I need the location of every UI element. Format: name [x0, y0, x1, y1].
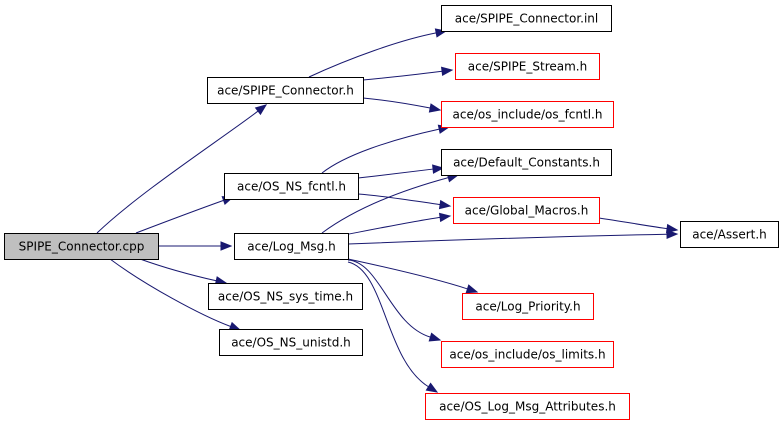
node-label: ace/os_include/os_fcntl.h	[453, 108, 603, 122]
node-box	[4, 233, 159, 260]
edge-line	[357, 168, 434, 179]
node-box	[441, 149, 612, 176]
node-box	[441, 341, 614, 368]
arrowhead	[665, 223, 679, 234]
node-os-limits-h[interactable]: ace/os_include/os_limits.h	[441, 341, 614, 368]
node-box	[207, 77, 364, 104]
edge-log-msg-h-to-os-limits-h	[347, 259, 442, 342]
node-label: ace/Default_Constants.h	[453, 156, 600, 170]
arrowhead	[425, 382, 439, 393]
edge-spipe-connector-h-to-spipe-connector-inl	[308, 28, 448, 78]
edge-spipe-connector-h-to-spipe-stream-h	[362, 66, 454, 81]
edge-line	[362, 70, 443, 81]
edge-log-msg-h-to-assert-h	[347, 229, 679, 245]
node-label: ace/OS_NS_unistd.h	[231, 336, 351, 350]
edge-line	[139, 258, 217, 282]
edges-layer	[96, 28, 679, 393]
node-label: ace/Global_Macros.h	[465, 204, 589, 218]
node-spipe-connector-inl[interactable]: ace/SPIPE_Connector.inl	[441, 5, 612, 32]
edge-spipe-connector-cpp-to-os-ns-fcntl-h	[135, 196, 235, 234]
node-label: ace/OS_NS_sys_time.h	[218, 290, 353, 304]
node-label: ace/OS_NS_fcntl.h	[237, 180, 346, 194]
arrowhead	[428, 103, 442, 113]
edge-line	[598, 217, 668, 230]
node-label: ace/SPIPE_Connector.h	[217, 84, 354, 98]
edge-spipe-connector-cpp-to-spipe-connector-h	[96, 104, 268, 234]
node-box	[219, 329, 363, 356]
arrowhead	[428, 332, 442, 342]
edge-line	[347, 261, 429, 388]
edge-line	[347, 259, 431, 338]
node-log-msg-h[interactable]: ace/Log_Msg.h	[234, 233, 349, 260]
node-box	[462, 293, 594, 320]
node-label: ace/OS_Log_Msg_Attributes.h	[439, 400, 616, 414]
edge-line	[343, 216, 441, 236]
node-os-log-msg-attributes-h[interactable]: ace/OS_Log_Msg_Attributes.h	[425, 393, 630, 420]
edge-line	[362, 97, 431, 109]
edge-log-msg-h-to-log-priority-h	[347, 258, 479, 294]
edge-global-macros-h-to-assert-h	[598, 217, 679, 234]
arrowhead	[432, 164, 445, 174]
node-label: ace/Assert.h	[692, 228, 767, 242]
node-global-macros-h[interactable]: ace/Global_Macros.h	[453, 197, 600, 224]
edge-spipe-connector-cpp-to-log-msg-h	[157, 241, 233, 251]
arrowhead	[438, 199, 452, 210]
edge-line	[109, 258, 231, 327]
node-box	[441, 5, 612, 32]
node-os-ns-sys-time-h[interactable]: ace/OS_NS_sys_time.h	[208, 283, 363, 310]
edge-log-msg-h-to-global-macros-h	[343, 212, 452, 236]
node-os-fcntl-h[interactable]: ace/os_include/os_fcntl.h	[441, 101, 614, 128]
edge-spipe-connector-cpp-to-os-ns-unistd-h	[109, 258, 242, 331]
arrowhead	[438, 212, 452, 223]
node-os-ns-fcntl-h[interactable]: ace/OS_NS_fcntl.h	[224, 173, 359, 200]
edge-os-ns-fcntl-h-to-default-constants-h	[357, 164, 445, 179]
edge-line	[96, 110, 259, 234]
node-box	[425, 393, 630, 420]
arrowhead	[254, 104, 268, 116]
node-os-ns-unistd-h[interactable]: ace/OS_NS_unistd.h	[219, 329, 363, 356]
node-label: SPIPE_Connector.cpp	[19, 240, 145, 254]
node-box	[453, 197, 600, 224]
edge-os-ns-fcntl-h-to-os-fcntl-h	[321, 124, 451, 174]
node-log-priority-h[interactable]: ace/Log_Priority.h	[462, 293, 594, 320]
node-spipe-stream-h[interactable]: ace/SPIPE_Stream.h	[455, 53, 600, 80]
node-box	[234, 233, 349, 260]
node-spipe-connector-cpp: SPIPE_Connector.cpp	[4, 233, 159, 260]
node-label: ace/SPIPE_Stream.h	[468, 60, 587, 74]
node-label: ace/Log_Priority.h	[475, 300, 580, 314]
arrowhead	[220, 241, 233, 251]
edge-line	[308, 32, 437, 78]
nodes-layer: SPIPE_Connector.cpp ace/SPIPE_Connector.h…	[4, 5, 779, 420]
node-box	[208, 283, 363, 310]
node-box	[441, 101, 614, 128]
arrowhead	[440, 66, 454, 77]
edge-log-msg-h-to-os-log-msg-attributes-h	[347, 261, 439, 393]
node-default-constants-h[interactable]: ace/Default_Constants.h	[441, 149, 612, 176]
node-label: ace/SPIPE_Connector.inl	[455, 12, 598, 26]
node-box	[224, 173, 359, 200]
node-spipe-connector-h[interactable]: ace/SPIPE_Connector.h	[207, 77, 364, 104]
node-assert-h[interactable]: ace/Assert.h	[680, 221, 779, 248]
edge-spipe-connector-h-to-os-fcntl-h	[362, 97, 442, 113]
node-box	[455, 53, 600, 80]
node-label: ace/os_include/os_limits.h	[449, 348, 605, 362]
node-label: ace/Log_Msg.h	[247, 240, 335, 254]
edge-line	[357, 193, 441, 206]
edge-line	[347, 233, 668, 245]
edge-line	[321, 177, 449, 234]
edge-line	[135, 199, 224, 234]
arrowhead	[465, 284, 479, 294]
edge-line	[347, 258, 468, 290]
edge-line	[321, 128, 440, 174]
edge-os-ns-fcntl-h-to-global-macros-h	[357, 193, 452, 210]
edge-spipe-connector-cpp-to-os-ns-sys-time-h	[139, 258, 228, 286]
node-box	[680, 221, 779, 248]
